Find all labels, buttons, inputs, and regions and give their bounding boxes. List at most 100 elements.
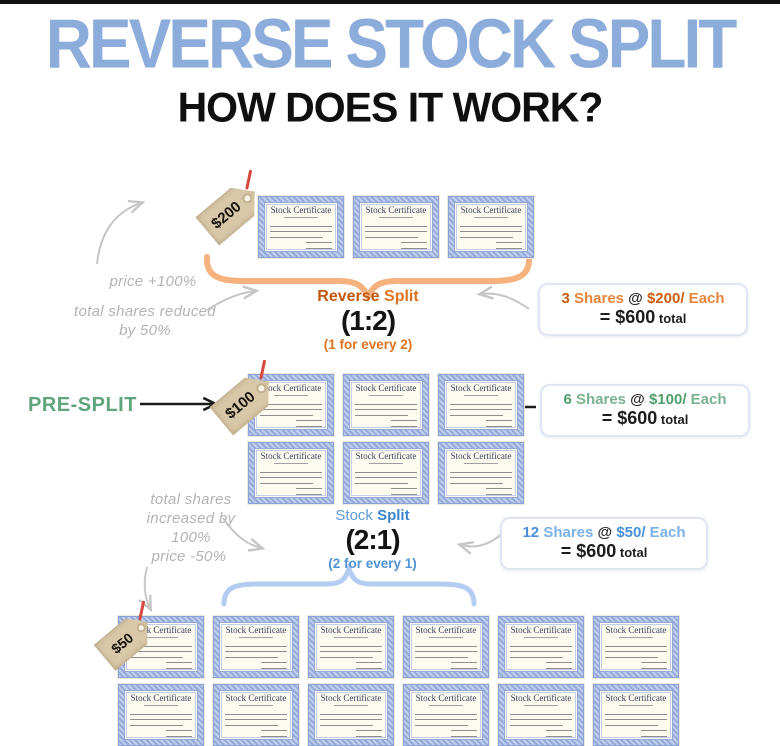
certificate-subtitle-line bbox=[238, 703, 274, 706]
certificate-subtitle-line bbox=[143, 635, 179, 638]
certificate-signature-line bbox=[545, 663, 572, 670]
certificate-form-line bbox=[260, 467, 322, 473]
shares-box-12-total: = $600 total bbox=[560, 541, 648, 561]
certificate-title: Stock Certificate bbox=[270, 205, 332, 215]
certificate-title: Stock Certificate bbox=[415, 693, 477, 703]
certificate-signature-line bbox=[485, 416, 512, 422]
certificate-paper: Stock Certificate bbox=[124, 690, 198, 740]
certificate-paper: Stock Certificate bbox=[264, 202, 338, 252]
stock-certificate: Stock Certificate bbox=[403, 616, 489, 678]
certificate-signature-line bbox=[450, 731, 477, 738]
certificate-form-line bbox=[270, 232, 323, 238]
certificate-form-line bbox=[365, 227, 427, 233]
certificate-signature-line bbox=[165, 731, 192, 738]
certificate-paper: Stock Certificate bbox=[409, 690, 483, 740]
certificate-signature-line bbox=[295, 484, 322, 490]
certificate-row-presplit-2: Stock Certificate Stock Certificate Stoc… bbox=[248, 442, 524, 504]
reverse-split-label: Reverse Split (1:2) (1 for every 2) bbox=[268, 288, 468, 354]
shares-box-6-total: = $600 total bbox=[601, 408, 689, 428]
certificate-signature-line bbox=[495, 243, 522, 250]
presplit-label: PRE-SPLIT bbox=[28, 394, 137, 416]
certificate-title: Stock Certificate bbox=[320, 625, 382, 635]
certificate-form-line bbox=[260, 473, 322, 479]
certificate-paper: Stock Certificate bbox=[504, 622, 578, 672]
certificate-form-line bbox=[460, 227, 522, 233]
certificate-paper: Stock Certificate bbox=[599, 690, 673, 740]
certificate-form-line bbox=[460, 221, 522, 227]
certificate-form-line bbox=[355, 410, 408, 416]
certificate-form-line bbox=[605, 652, 658, 658]
shares-box-12-line1: 12 Shares @ $50/ Each bbox=[522, 524, 686, 541]
page-title: REVERSE STOCK SPLIT bbox=[45, 5, 738, 83]
annotation-shares-reduced: total shares reduced by 50% bbox=[74, 303, 216, 339]
certificate-form-line bbox=[320, 720, 373, 726]
certificate-subtitle-line bbox=[618, 635, 654, 638]
certificate-title: Stock Certificate bbox=[605, 693, 667, 703]
stock-split-label: Stock Split (2:1) (2 for every 1) bbox=[285, 507, 460, 573]
certificate-form-line bbox=[355, 405, 417, 411]
certificate-form-line bbox=[450, 473, 512, 479]
certificate-signature-line bbox=[640, 726, 667, 732]
certificate-subtitle-line bbox=[523, 635, 559, 638]
gray-arrow-from-3shares-box bbox=[481, 294, 530, 310]
certificate-signature-line bbox=[260, 663, 287, 670]
certificate-form-line bbox=[260, 405, 322, 411]
shares-box-3: 3 Shares @ $200/ Each = $600 total bbox=[538, 283, 748, 336]
certificate-form-line bbox=[450, 467, 512, 473]
certificate-form-line bbox=[130, 652, 183, 658]
certificate-signature-line bbox=[545, 726, 572, 732]
certificate-subtitle-line bbox=[523, 703, 559, 706]
price-tag-string bbox=[259, 359, 267, 380]
certificate-form-line bbox=[270, 227, 332, 233]
stock-split-note: (2 for every 1) bbox=[328, 556, 417, 572]
certificate-form-line bbox=[365, 221, 427, 227]
certificate-form-line bbox=[225, 652, 278, 658]
certificate-form-line bbox=[320, 715, 382, 721]
top-border-bar bbox=[0, 0, 780, 4]
certificate-subtitle-line bbox=[378, 215, 414, 218]
certificate-form-line bbox=[225, 720, 278, 726]
certificate-form-line bbox=[510, 647, 572, 653]
price-tag-200: $200 bbox=[195, 169, 266, 245]
certificate-form-line bbox=[355, 399, 417, 405]
shares-box-6: 6 Shares @ $100/ Each = $600 total bbox=[540, 384, 750, 437]
certificate-signature-line bbox=[305, 238, 332, 244]
certificate-signature-line bbox=[400, 243, 427, 250]
certificate-form-line bbox=[605, 647, 667, 653]
certificate-form-line bbox=[450, 405, 512, 411]
certificate-subtitle-line bbox=[238, 635, 274, 638]
certificate-form-line bbox=[130, 720, 183, 726]
certificate-subtitle-line bbox=[428, 635, 464, 638]
stock-certificate: Stock Certificate bbox=[448, 196, 534, 258]
certificate-signature-line bbox=[400, 238, 427, 244]
certificate-subtitle-line bbox=[273, 461, 309, 464]
stock-certificate: Stock Certificate bbox=[213, 616, 299, 678]
certificate-row-reverse: Stock Certificate Stock Certificate Stoc… bbox=[258, 196, 534, 258]
certificate-title: Stock Certificate bbox=[460, 205, 522, 215]
gray-arrow-to-50-tag bbox=[145, 566, 150, 608]
certificate-form-line bbox=[450, 478, 503, 484]
stock-certificate: Stock Certificate bbox=[308, 684, 394, 746]
certificate-paper: Stock Certificate bbox=[314, 622, 388, 672]
certificate-form-line bbox=[130, 715, 192, 721]
certificate-title: Stock Certificate bbox=[130, 693, 192, 703]
certificate-form-line bbox=[365, 232, 418, 238]
certificate-subtitle-line bbox=[618, 703, 654, 706]
certificate-subtitle-line bbox=[463, 461, 499, 464]
certificate-form-line bbox=[605, 715, 667, 721]
certificate-title: Stock Certificate bbox=[605, 625, 667, 635]
certificate-title: Stock Certificate bbox=[365, 205, 427, 215]
certificate-form-line bbox=[510, 641, 572, 647]
certificate-form-line bbox=[320, 652, 373, 658]
certificate-paper: Stock Certificate bbox=[444, 380, 518, 430]
certificate-signature-line bbox=[260, 726, 287, 732]
reverse-split-ratio: (1:2) bbox=[340, 304, 396, 336]
certificate-form-line bbox=[320, 641, 382, 647]
certificate-signature-line bbox=[450, 663, 477, 670]
certificate-signature-line bbox=[485, 421, 512, 428]
certificate-form-line bbox=[130, 709, 192, 715]
stock-certificate: Stock Certificate bbox=[593, 616, 679, 678]
certificate-paper: Stock Certificate bbox=[454, 202, 528, 252]
certificate-signature-line bbox=[640, 658, 667, 664]
certificate-signature-line bbox=[485, 489, 512, 496]
